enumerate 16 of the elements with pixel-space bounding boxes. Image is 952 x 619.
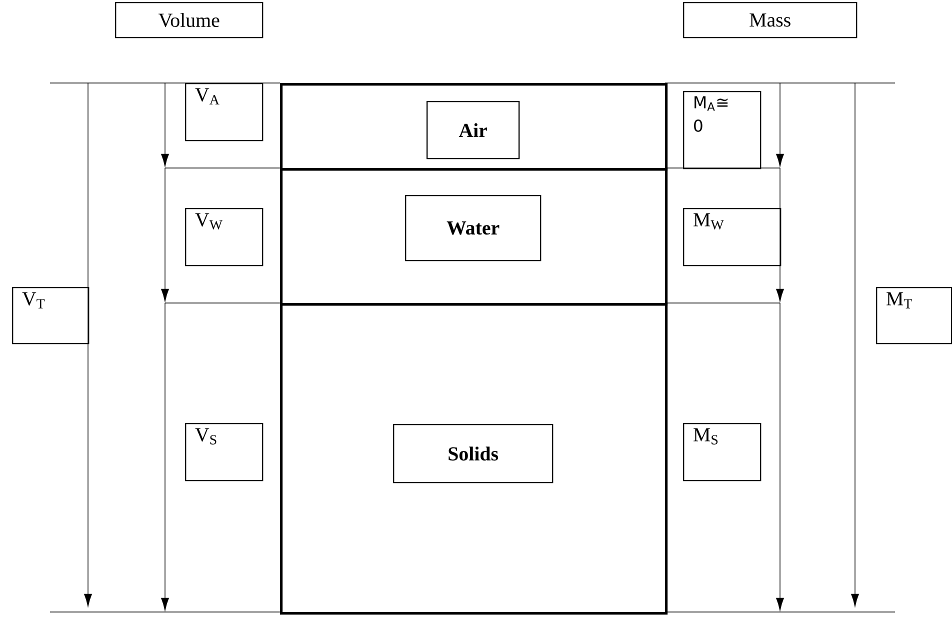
- phase-band: [280, 82, 668, 171]
- phase-band: [280, 302, 668, 615]
- symbol-box: M$_{A}$≅ 0: [683, 91, 762, 170]
- label-box: V$_{S}$: [185, 422, 264, 482]
- phase-label-box: Solids: [393, 424, 554, 484]
- label-box: M$_{S}$: [683, 422, 762, 482]
- phase-label-box: Air: [426, 101, 520, 160]
- label-box: Mass: [683, 2, 858, 38]
- label-box: M$_{T}$: [876, 287, 952, 344]
- phase-band: [280, 168, 668, 306]
- label-box: Volume: [115, 2, 264, 38]
- label-box: V$_{A}$: [185, 82, 264, 142]
- label-box: V$_{T}$: [12, 287, 90, 344]
- label-box: M$_{W}$: [683, 208, 782, 266]
- label-box: V$_{W}$: [185, 208, 264, 266]
- phase-label-box: Water: [405, 194, 542, 262]
